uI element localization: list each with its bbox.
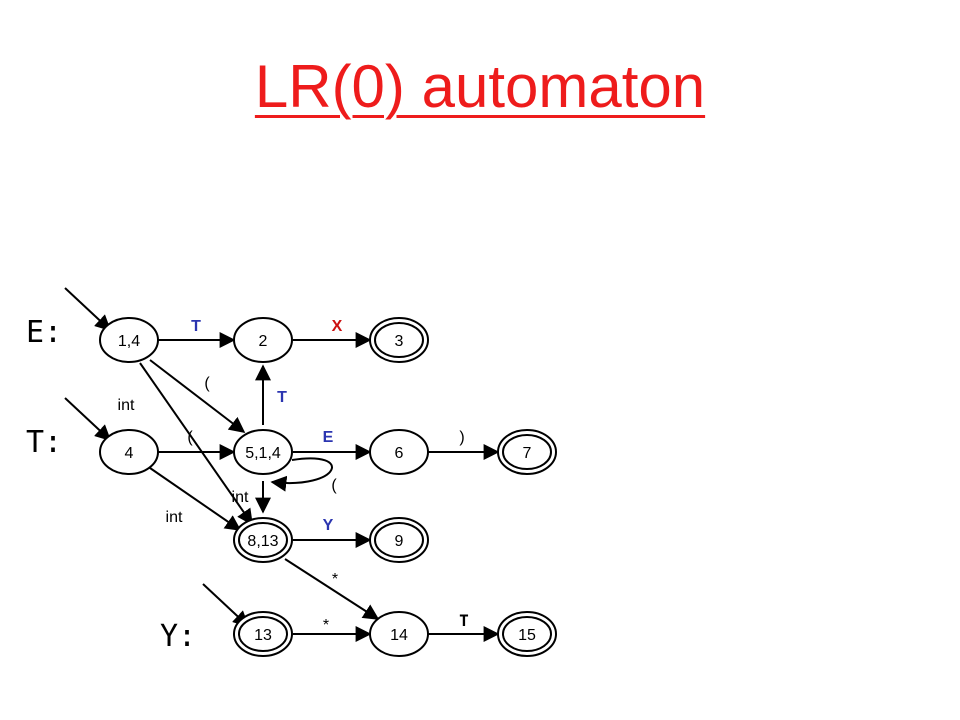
nonterminal-E-label: E: — [26, 315, 62, 350]
state-14: 14 — [369, 611, 429, 657]
state-8-13-accepting: 8,13 — [233, 517, 293, 563]
edge-label-paren-loop: ( — [331, 477, 337, 494]
edge-label-T-top: T — [191, 318, 201, 335]
state-13-label: 13 — [254, 627, 272, 644]
state-7-accepting: 7 — [497, 429, 557, 475]
state-3-accepting: 3 — [369, 317, 429, 363]
edge-label-paren-diag: ( — [204, 375, 210, 392]
edge-label-T-last: T — [459, 611, 469, 630]
edge-4-to-8-13 — [149, 467, 242, 531]
edge-1-4-to-5-1-4 — [149, 359, 246, 433]
state-13-accepting: 13 — [233, 611, 293, 657]
state-7-label: 7 — [523, 445, 532, 462]
state-6: 6 — [369, 429, 429, 475]
state-15-accepting: 15 — [497, 611, 557, 657]
edge-label-int-down: int — [232, 489, 249, 506]
start-arrow-T — [64, 397, 112, 442]
state-9-label: 9 — [395, 533, 404, 550]
page-title: LR(0) automaton — [254, 53, 706, 120]
state-1-4: 1,4 — [99, 317, 159, 363]
edge-label-star-diag: * — [332, 571, 338, 588]
state-5-1-4-label: 5,1,4 — [245, 445, 281, 462]
state-15-label: 15 — [518, 627, 536, 644]
state-4-label: 4 — [125, 445, 134, 462]
edge-label-int-diag: int — [166, 509, 183, 526]
edge-label-T-up: T — [277, 389, 287, 406]
edge-label-int-left: int — [118, 397, 135, 414]
edge-5-1-4-self-loop — [270, 457, 333, 492]
nonterminal-Y-label: Y: — [160, 619, 196, 654]
edge-1-4-to-8-13 — [139, 362, 253, 526]
nonterminal-T-label: T: — [26, 425, 62, 460]
state-14-label: 14 — [390, 627, 408, 644]
state-6-label: 6 — [395, 445, 404, 462]
state-8-13-label: 8,13 — [247, 533, 278, 550]
state-1-4-label: 1,4 — [118, 333, 140, 350]
state-2: 2 — [233, 317, 293, 363]
state-2-label: 2 — [259, 333, 268, 350]
edge-label-star-row: * — [323, 617, 329, 634]
edge-label-Y: Y — [323, 517, 334, 534]
edge-label-paren-row: ( — [187, 429, 193, 446]
state-5-1-4: 5,1,4 — [233, 429, 293, 475]
edge-label-X: X — [332, 318, 343, 335]
edge-8-13-to-14 — [284, 558, 380, 620]
state-9-accepting: 9 — [369, 517, 429, 563]
state-3-label: 3 — [395, 333, 404, 350]
start-arrow-E — [64, 287, 112, 332]
edge-label-close-paren: ) — [459, 429, 464, 446]
state-4: 4 — [99, 429, 159, 475]
edge-label-E: E — [323, 429, 334, 446]
